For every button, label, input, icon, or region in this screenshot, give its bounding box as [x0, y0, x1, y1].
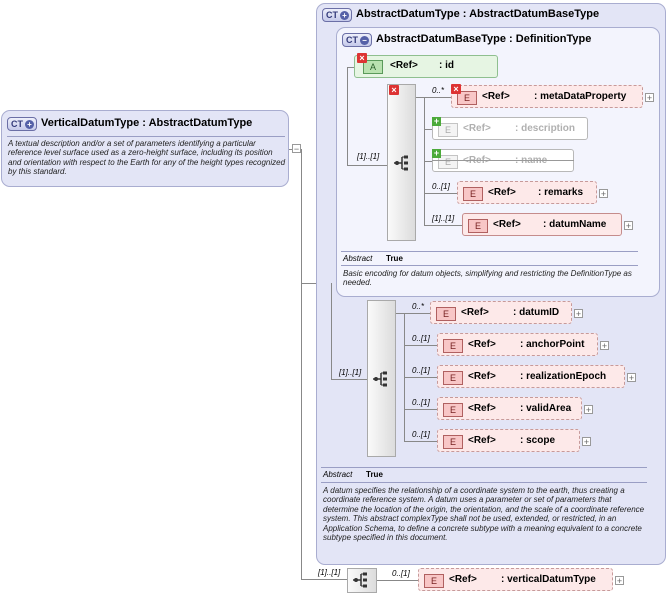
element-scope[interactable]: E <Ref> : scope [437, 429, 580, 452]
expand-toggle[interactable]: + [615, 576, 624, 586]
element-ref: <Ref> [461, 307, 489, 318]
abstract-datum-type-title: AbstractDatumType : AbstractDatumBaseTyp… [356, 8, 600, 20]
complex-type-badge: CT− [342, 33, 372, 47]
sequence-icon [373, 371, 387, 387]
id-attribute[interactable]: A <Ref> : id [354, 55, 498, 78]
sequence-cardinality: [1]..[1] [339, 368, 362, 377]
element-cardinality: 0..[1] [392, 569, 410, 578]
collapse-icon: − [360, 36, 369, 45]
expand-toggle[interactable]: + [627, 373, 636, 383]
element-ref: <Ref> [488, 187, 516, 198]
element-cardinality: 0..* [412, 302, 425, 311]
element-tag: E [457, 91, 477, 105]
expand-toggle[interactable]: + [624, 221, 633, 231]
element-ref: <Ref> [463, 123, 491, 134]
expand-toggle[interactable]: + [645, 93, 654, 103]
element-name: : datumName [543, 219, 607, 230]
abstract-label: Abstract [323, 470, 353, 479]
element-name: : scope [520, 435, 556, 446]
expand-icon: + [25, 120, 34, 129]
element-name: : datumID [513, 307, 560, 318]
abstract-datum-description: A datum specifies the relationship of a … [323, 486, 645, 543]
element-tag: E [463, 187, 483, 201]
element-tag: E [438, 123, 458, 137]
collapse-toggle[interactable]: − [292, 144, 301, 154]
element-cardinality: 0..[1] [412, 334, 430, 343]
element-tag: E [443, 339, 463, 353]
connector-line [301, 579, 347, 580]
element-cardinality: [1]..[1] [432, 214, 455, 223]
element-cardinality: 0..[1] [412, 430, 430, 439]
connector-line [301, 149, 302, 579]
element-name: : realizationEpoch [520, 371, 607, 382]
element-tag: E [443, 435, 463, 449]
element-cardinality: 0..[1] [432, 182, 450, 191]
element-datumid[interactable]: E <Ref> : datumID [430, 301, 572, 324]
prohibited-icon: × [389, 85, 399, 95]
prohibited-icon: × [451, 84, 461, 94]
sequence-icon [394, 155, 408, 171]
element-realizationepoch[interactable]: E <Ref> : realizationEpoch [437, 365, 625, 388]
element-description[interactable]: E <Ref> : description [432, 117, 588, 140]
expand-toggle[interactable]: + [584, 405, 593, 415]
element-verticaldatumtype[interactable]: E <Ref> : verticalDatumType [418, 568, 613, 591]
element-name: : anchorPoint [520, 339, 585, 350]
element-name: : verticalDatumType [501, 574, 596, 585]
datum-sequence-compositor[interactable] [367, 300, 396, 457]
element-anchorpoint[interactable]: E <Ref> : anchorPoint [437, 333, 598, 356]
element-ref: <Ref> [449, 574, 477, 585]
expand-toggle[interactable]: + [600, 341, 609, 351]
abstract-datum-base-description: Basic encoding for datum objects, simpli… [343, 269, 632, 288]
sequence-icon [353, 572, 367, 588]
vertical-datum-type-description: A textual description and/or a set of pa… [8, 139, 286, 177]
element-name: : remarks [538, 187, 584, 198]
element-name: : validArea [520, 403, 572, 414]
prohibited-icon: × [357, 53, 367, 63]
sequence-cardinality: [1]..[1] [318, 568, 341, 577]
element-ref: <Ref> [468, 371, 496, 382]
element-tag: E [424, 574, 444, 588]
element-remarks[interactable]: E <Ref> : remarks [457, 181, 597, 204]
expand-toggle[interactable]: + [599, 189, 608, 199]
abstract-datum-base-type-title: AbstractDatumBaseType : DefinitionType [376, 33, 592, 45]
element-cardinality: 0..* [432, 86, 445, 95]
element-name: : metaDataProperty [534, 91, 627, 102]
complex-type-badge: CT+ [322, 8, 352, 22]
element-datumname[interactable]: E <Ref> : datumName [462, 213, 622, 236]
element-ref: <Ref> [482, 91, 510, 102]
added-icon: + [432, 148, 441, 158]
element-ref: <Ref> [468, 435, 496, 446]
element-ref: <Ref> [468, 403, 496, 414]
attribute-tag: A [363, 60, 383, 74]
abstract-value: True [386, 254, 403, 263]
vertical-datum-type-title: VerticalDatumType : AbstractDatumType [41, 117, 253, 129]
element-tag: E [443, 371, 463, 385]
element-tag: E [468, 219, 488, 233]
element-tag: E [438, 155, 458, 169]
element-cardinality: 0..[1] [412, 366, 430, 375]
added-icon: + [432, 116, 441, 126]
expand-toggle[interactable]: + [574, 309, 583, 319]
vertical-datum-type-panel[interactable]: CT+ VerticalDatumType : AbstractDatumTyp… [1, 110, 289, 187]
expand-icon: + [340, 11, 349, 20]
element-validarea[interactable]: E <Ref> : validArea [437, 397, 582, 420]
sequence-cardinality: [1]..[1] [357, 152, 380, 161]
element-name: : description [515, 123, 576, 134]
element-ref: <Ref> [468, 339, 496, 350]
attribute-name: : id [439, 60, 454, 71]
element-tag: E [436, 307, 456, 321]
attribute-ref: <Ref> [390, 60, 418, 71]
complex-type-badge: CT+ [7, 117, 37, 131]
abstract-label: Abstract [343, 254, 373, 263]
bottom-sequence-compositor[interactable] [347, 568, 377, 593]
abstract-value: True [366, 470, 383, 479]
element-ref: <Ref> [493, 219, 521, 230]
expand-toggle[interactable]: + [582, 437, 591, 447]
element-metadataproperty[interactable]: E <Ref> : metaDataProperty [451, 85, 643, 108]
element-tag: E [443, 403, 463, 417]
element-cardinality: 0..[1] [412, 398, 430, 407]
